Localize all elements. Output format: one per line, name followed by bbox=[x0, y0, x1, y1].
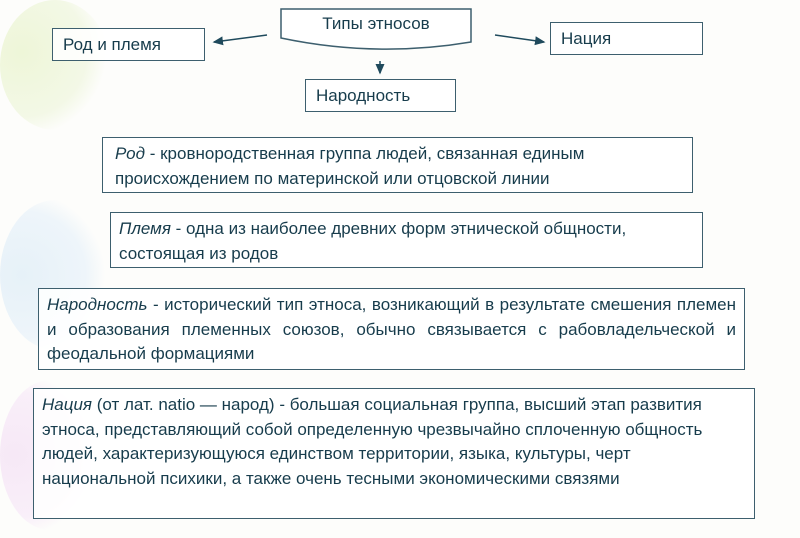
definition-text: (от лат. natio — народ) - большая социал… bbox=[42, 395, 703, 488]
definition-text: - кровнородственная группа людей, связан… bbox=[115, 144, 585, 188]
definition-plemya: Племя - одна из наиболее древних форм эт… bbox=[110, 212, 703, 268]
node-rod-i-plemya: Род и племя bbox=[52, 28, 205, 61]
definition-naciya: Нация (от лат. natio — народ) - большая … bbox=[33, 388, 755, 519]
term: Племя bbox=[119, 219, 171, 238]
definition-text: - одна из наиболее древних форм этническ… bbox=[119, 219, 627, 263]
definition-rod: Род - кровнородственная группа людей, св… bbox=[102, 137, 693, 193]
definition-narodnost: Народность - исторический тип этноса, во… bbox=[38, 288, 745, 370]
root-label: Типы этносов bbox=[322, 14, 430, 33]
node-narodnost: Народность bbox=[305, 79, 456, 112]
arrow-to-rod bbox=[212, 34, 268, 46]
arrow-to-naciya bbox=[494, 34, 546, 46]
root-shape bbox=[280, 8, 472, 50]
definition-text: - исторический тип этноса, возникающий в… bbox=[47, 295, 736, 363]
term: Род bbox=[115, 144, 145, 163]
term: Народность bbox=[47, 295, 148, 314]
term: Нация bbox=[42, 395, 92, 414]
node-naciya: Нация bbox=[550, 22, 703, 55]
